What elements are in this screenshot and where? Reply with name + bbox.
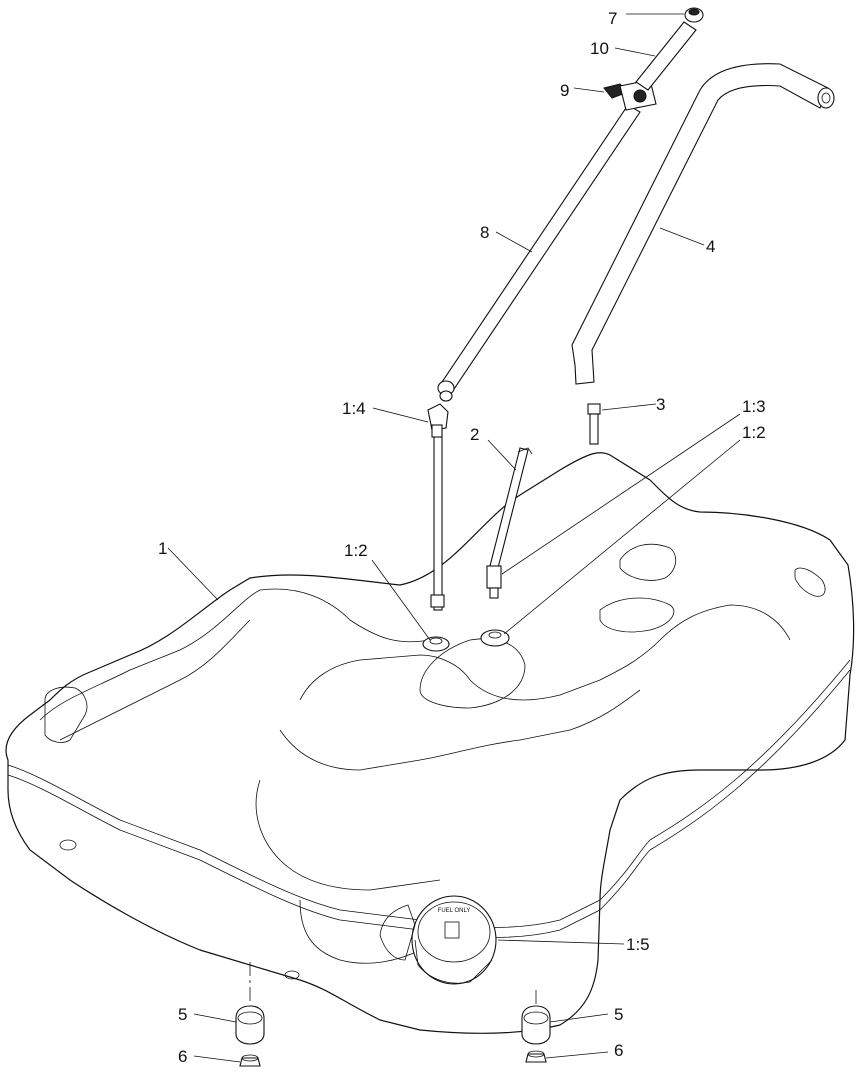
rollover-valve [486,565,502,599]
fuel-tank [5,452,855,1034]
fuel-pickup-tube [427,403,449,611]
vent-fitting [684,7,704,23]
fuel-cap: FUEL ONLY [379,895,497,985]
callout-8: 8 [480,223,489,242]
rubber-mount-left [235,1005,265,1045]
callout-1-5: 1:5 [626,935,650,954]
callout-2: 2 [470,425,479,444]
flange-nut-left [239,1054,261,1067]
flange-nut-right [525,1050,547,1063]
callout-5-left: 5 [178,1005,187,1024]
callout-9: 9 [560,81,569,100]
callout-1-2-left: 1:2 [344,541,368,560]
grommet-left [422,636,450,652]
callout-1-4: 1:4 [342,399,366,418]
callout-6-right: 6 [614,1041,623,1060]
callout-1-2-right: 1:2 [742,423,766,442]
filler-neck-hose [571,63,835,385]
callout-1: 1 [158,539,167,558]
callout-4: 4 [706,237,715,256]
fuel-cap-marking: FUEL ONLY [438,908,471,914]
grommet-right [480,629,510,647]
rubber-mount-right [521,1005,551,1045]
callout-1-3: 1:3 [742,397,766,416]
vent-hose [635,21,697,91]
leader-lines [167,13,741,1063]
hose-fitting [587,403,601,445]
callout-7: 7 [608,9,617,28]
callout-3: 3 [656,395,665,414]
fuel-hose [437,104,641,402]
callout-5-right: 5 [614,1005,623,1024]
callout-6-left: 6 [178,1047,187,1066]
callout-10: 10 [590,39,609,58]
